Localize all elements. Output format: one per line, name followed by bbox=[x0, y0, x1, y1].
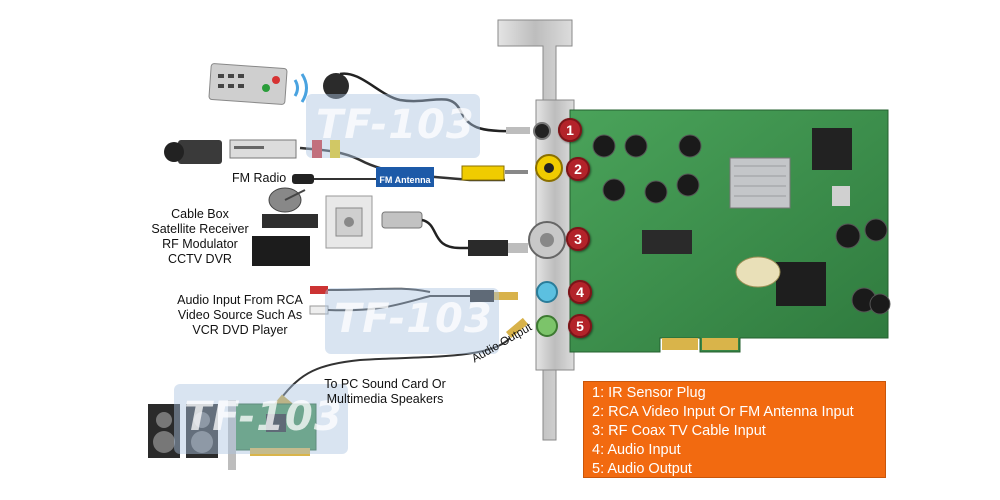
cable-box bbox=[252, 214, 318, 266]
sound-card-label: To PC Sound Card Or Multimedia Speakers bbox=[318, 377, 452, 407]
badge-4: 4 bbox=[568, 280, 592, 304]
wall-plate bbox=[325, 195, 373, 249]
sound-card-line: Multimedia Speakers bbox=[326, 392, 444, 406]
audio-input-label: Audio Input From RCA Video Source Such A… bbox=[172, 293, 308, 338]
audio-input-line: Audio Input From RCA bbox=[177, 293, 303, 307]
coax-cable bbox=[381, 211, 528, 256]
badge-number: 3 bbox=[566, 227, 590, 251]
badge-number: 5 bbox=[568, 314, 592, 338]
watermark-text: TF-103 bbox=[316, 102, 475, 148]
badge-number: 4 bbox=[568, 280, 592, 304]
badge-number: 2 bbox=[566, 157, 590, 181]
badge-1: 1 bbox=[558, 118, 582, 142]
badge-3: 3 bbox=[566, 227, 590, 251]
legend-item: 4: Audio Input bbox=[592, 442, 681, 458]
fm-antenna-label: FM Antenna bbox=[376, 167, 434, 187]
cctv-camera bbox=[164, 140, 222, 164]
ir-sensor bbox=[323, 72, 531, 134]
remote-control bbox=[208, 63, 288, 105]
rca-video-cable bbox=[299, 140, 528, 182]
watermark-text: TF-103 bbox=[334, 296, 493, 342]
legend-item: 2: RCA Video Input Or FM Antenna Input bbox=[592, 404, 854, 420]
speakers bbox=[148, 404, 218, 458]
badge-number: 1 bbox=[558, 118, 582, 142]
cable-sources-label: Cable Box Satellite Receiver RF Modulato… bbox=[140, 207, 260, 267]
sound-card-line: To PC Sound Card Or bbox=[324, 377, 446, 391]
legend-item: 3: RF Coax TV Cable Input bbox=[592, 423, 766, 439]
legend-item: 5: Audio Output bbox=[592, 461, 692, 477]
watermark-box bbox=[306, 94, 480, 158]
dvd-player bbox=[229, 139, 297, 159]
ir-signal-waves bbox=[293, 73, 308, 103]
cable-source-line: RF Modulator bbox=[162, 237, 238, 251]
fm-radio-label: FM Radio bbox=[232, 171, 287, 185]
badge-2: 2 bbox=[566, 157, 590, 181]
satellite-dish bbox=[268, 187, 306, 213]
legend-item: 1: IR Sensor Plug bbox=[592, 385, 706, 401]
pcb-board bbox=[528, 109, 891, 353]
audio-input-cable bbox=[309, 286, 518, 315]
fm-antenna-cable bbox=[292, 174, 376, 184]
watermark-box bbox=[325, 288, 499, 354]
pc-sound-card bbox=[228, 400, 317, 470]
cable-source-line: CCTV DVR bbox=[168, 252, 232, 266]
cable-source-line: Satellite Receiver bbox=[151, 222, 249, 236]
watermark-text: TF-103 bbox=[184, 394, 343, 440]
cable-source-line: Cable Box bbox=[171, 207, 229, 221]
audio-input-line: VCR DVD Player bbox=[192, 323, 288, 337]
audio-input-line: Video Source Such As bbox=[177, 308, 303, 322]
legend-box: 1: IR Sensor Plug 2: RCA Video Input Or … bbox=[583, 381, 886, 478]
badge-5: 5 bbox=[568, 314, 592, 338]
watermark-box bbox=[174, 384, 348, 454]
